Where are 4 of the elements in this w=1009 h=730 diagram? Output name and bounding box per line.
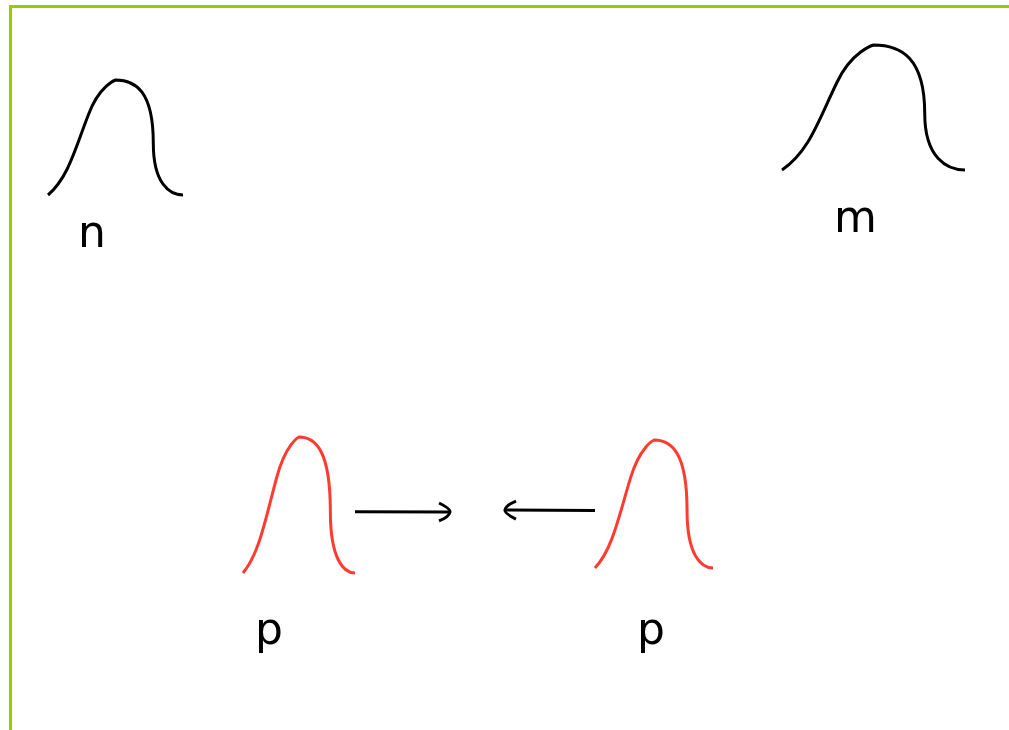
curve-label: n bbox=[78, 210, 106, 254]
curve-label: p bbox=[255, 607, 283, 651]
curve-label: p bbox=[637, 607, 665, 651]
curve-label: m bbox=[834, 195, 877, 239]
